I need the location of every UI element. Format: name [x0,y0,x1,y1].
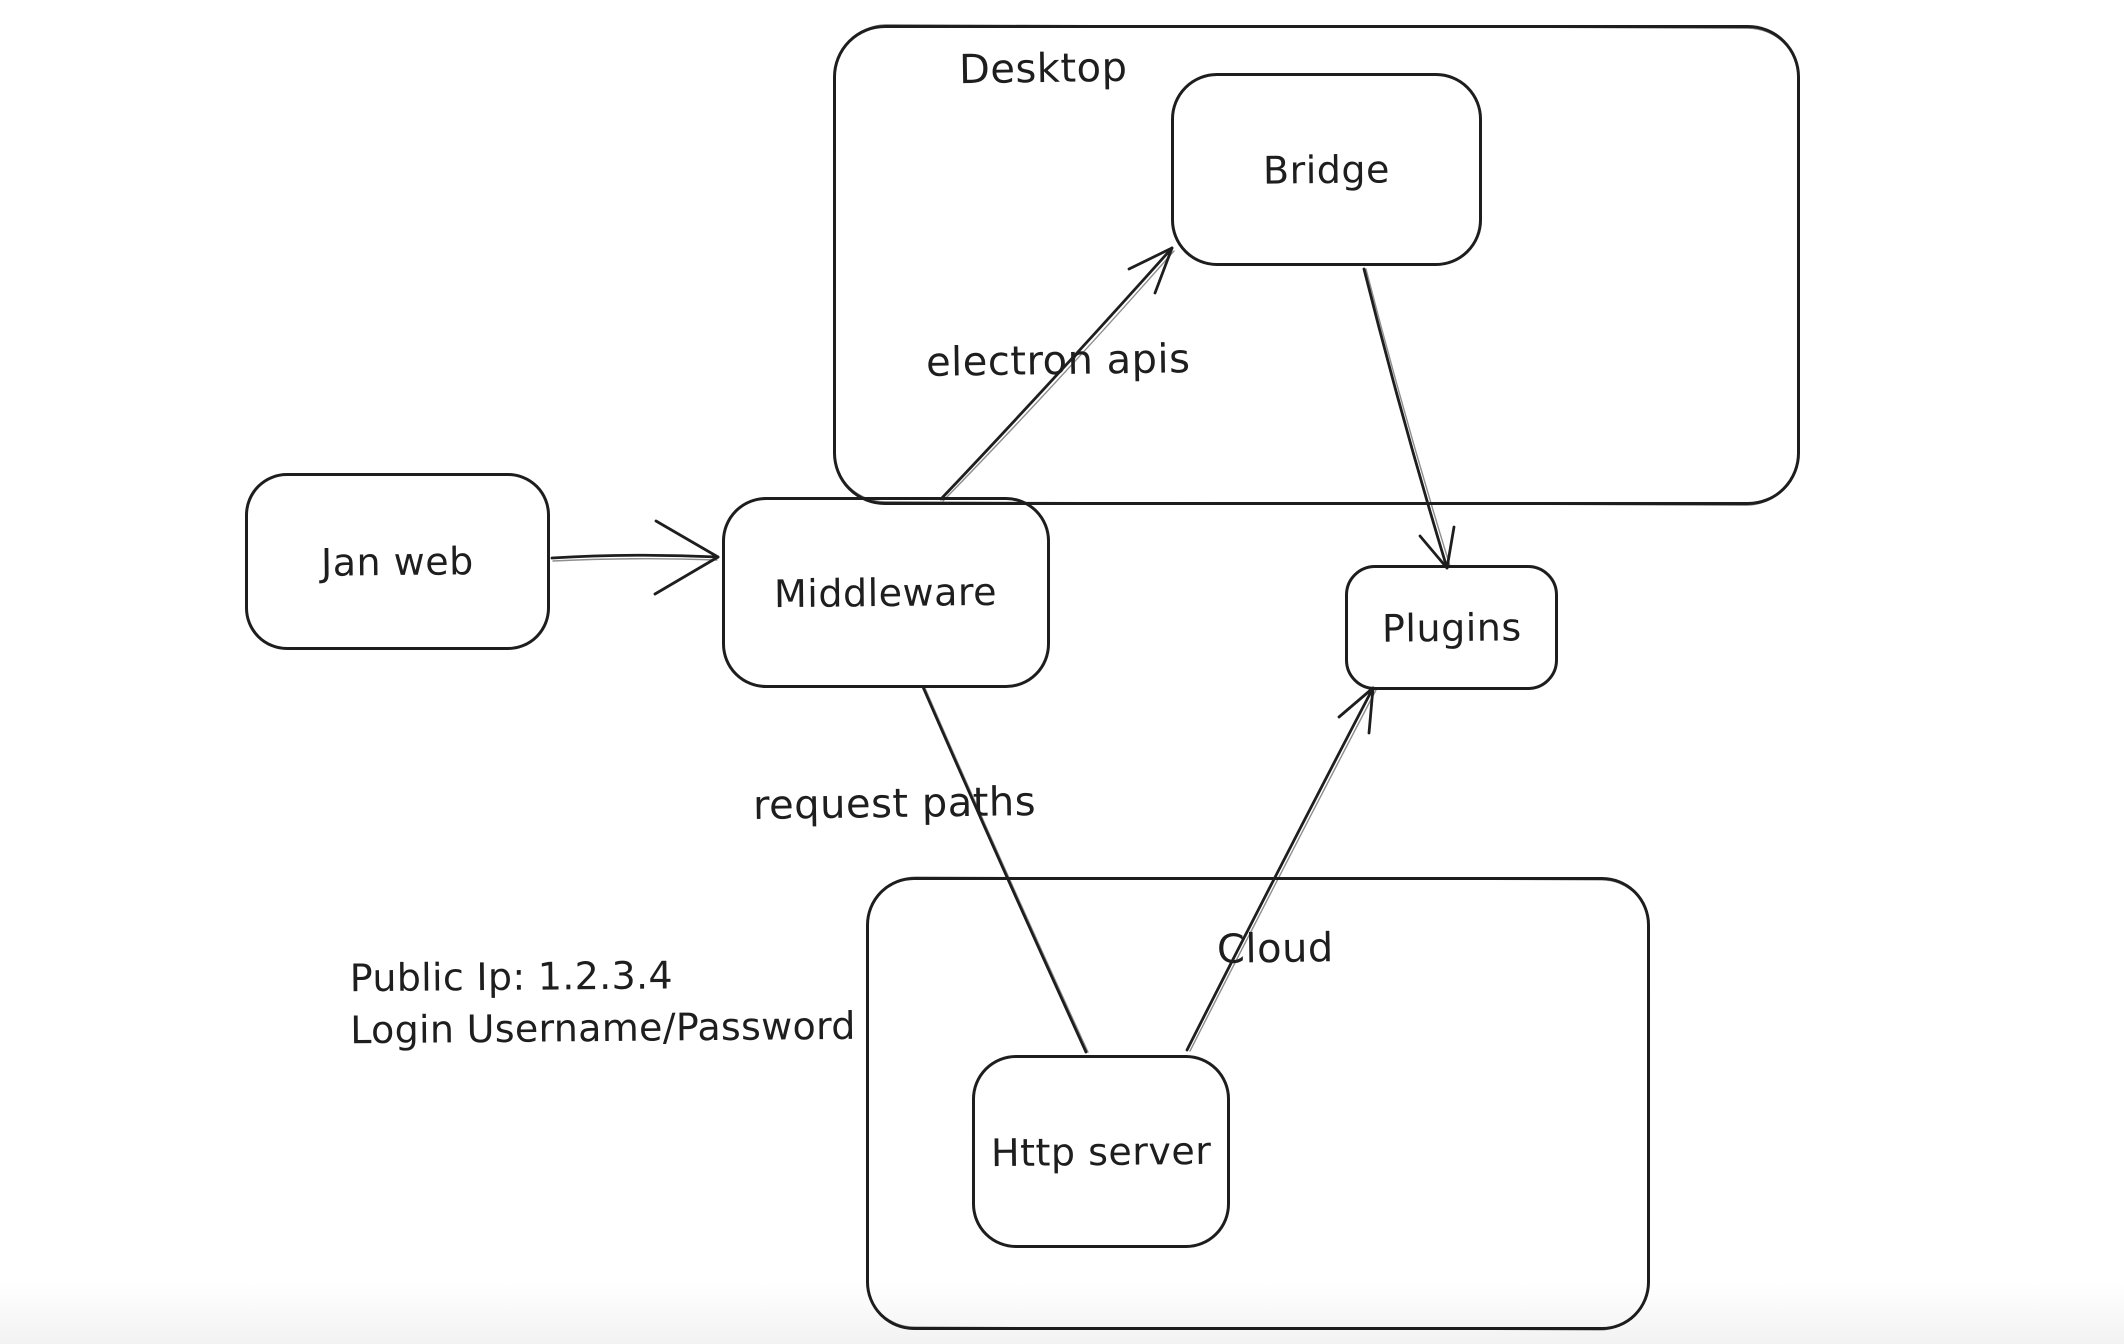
node-http-server[interactable]: Http server [972,1055,1230,1248]
node-bridge[interactable]: Bridge [1171,73,1482,266]
edge-label-electron-apis[interactable]: electron apis [925,336,1191,386]
cloud-container-label[interactable]: Cloud [1216,925,1335,973]
edge-janweb-to-middleware-arrow[interactable] [550,519,720,596]
node-bridge-label: Bridge [1262,146,1391,193]
desktop-container-label[interactable]: Desktop [958,44,1128,94]
node-middleware[interactable]: Middleware [722,497,1050,688]
node-jan-web[interactable]: Jan web [245,473,550,650]
login-note-line: Login Username/Password [350,1004,856,1053]
node-jan-web-label: Jan web [320,538,475,585]
desktop-container-box[interactable] [833,25,1800,505]
edge-label-request-paths[interactable]: request paths [752,779,1037,829]
node-plugins-label: Plugins [1381,604,1522,651]
credentials-note[interactable]: Public Ip: 1.2.3.4 Login Username/Passwo… [350,948,856,1057]
cloud-container-box[interactable] [866,877,1650,1330]
node-plugins[interactable]: Plugins [1345,565,1558,690]
node-http-server-label: Http server [990,1128,1212,1175]
node-middleware-label: Middleware [774,569,998,616]
public-ip-note-line: Public Ip: 1.2.3.4 [349,953,674,1001]
